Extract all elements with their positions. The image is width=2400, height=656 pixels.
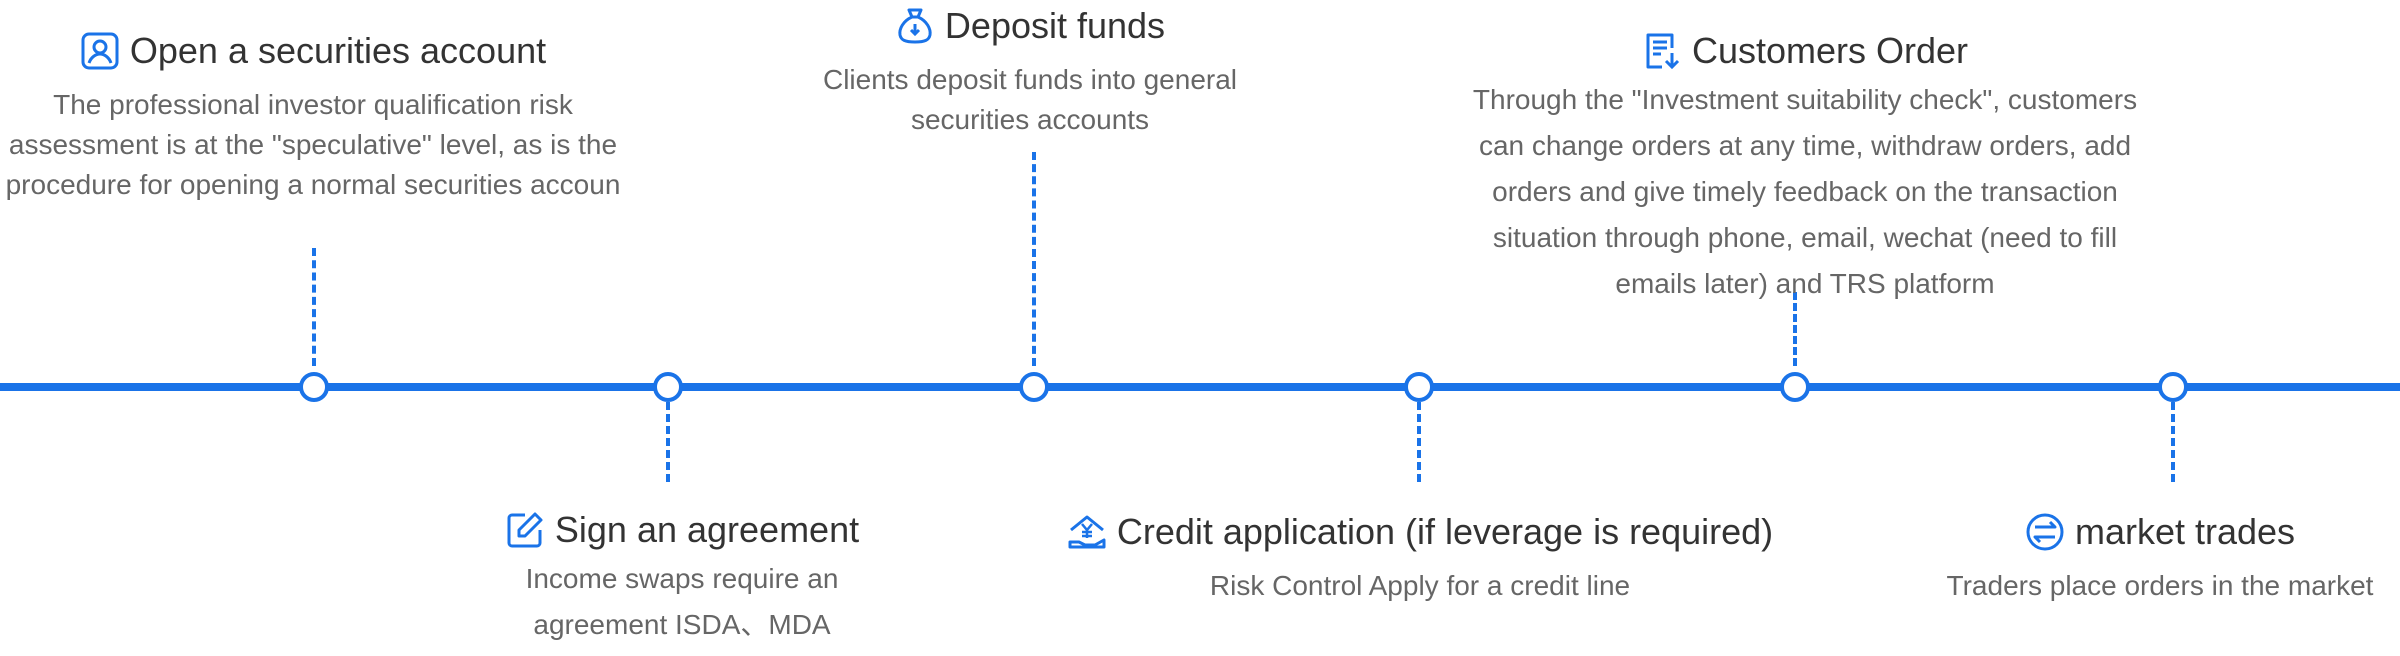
timeline-node-1 — [299, 372, 329, 402]
exchange-icon — [2025, 512, 2065, 552]
step-description: Income swaps require an agreement ISDA、M… — [525, 563, 839, 640]
timeline-node-2 — [653, 372, 683, 402]
step-customers-order: Customers Order Through the "Investment … — [1440, 29, 2170, 307]
timeline-line — [0, 383, 2400, 391]
step-title: market trades — [1920, 510, 2400, 554]
document-download-icon — [1642, 31, 1682, 71]
step-title-text: Open a securities account — [129, 30, 547, 71]
connector-6 — [2171, 402, 2175, 482]
user-card-icon — [80, 31, 120, 71]
step-description: Clients deposit funds into general secur… — [822, 64, 1238, 135]
step-deposit-funds: Deposit funds Clients deposit funds into… — [800, 4, 1260, 140]
timeline-node-3 — [1019, 372, 1049, 402]
connector-1 — [312, 248, 316, 366]
timeline-node-5 — [1780, 372, 1810, 402]
step-title: Open a securities account — [0, 29, 626, 73]
step-title: Sign an agreement — [484, 508, 880, 552]
edit-icon — [505, 510, 545, 550]
step-title: Customers Order — [1440, 29, 2170, 73]
connector-5 — [1793, 292, 1797, 366]
step-title: Deposit funds — [800, 4, 1260, 48]
connector-4 — [1417, 402, 1421, 482]
step-market-trades: market trades Traders place orders in th… — [1920, 510, 2400, 606]
timeline-node-6 — [2158, 372, 2188, 402]
step-description: Through the "Investment suitability chec… — [1472, 84, 2138, 299]
timeline-node-4 — [1404, 372, 1434, 402]
step-credit-application: Credit application (if leverage is requi… — [1020, 510, 1820, 606]
step-description: Risk Control Apply for a credit line — [1209, 570, 1631, 601]
step-description: The professional investor qualification … — [5, 89, 621, 200]
connector-3 — [1032, 152, 1036, 366]
step-title-text: Customers Order — [1691, 30, 1969, 71]
yen-hand-icon — [1067, 512, 1107, 552]
step-sign-agreement: Sign an agreement Income swaps require a… — [484, 508, 880, 648]
step-title: Credit application (if leverage is requi… — [1020, 510, 1820, 554]
step-open-account: Open a securities account The profession… — [0, 29, 626, 205]
step-title-text: Credit application (if leverage is requi… — [1116, 511, 1774, 552]
step-title-text: Deposit funds — [944, 5, 1166, 46]
step-description: Traders place orders in the market — [1946, 570, 2374, 601]
money-bag-icon — [895, 6, 935, 46]
step-title-text: market trades — [2074, 511, 2296, 552]
connector-2 — [666, 402, 670, 482]
step-title-text: Sign an agreement — [554, 509, 860, 550]
